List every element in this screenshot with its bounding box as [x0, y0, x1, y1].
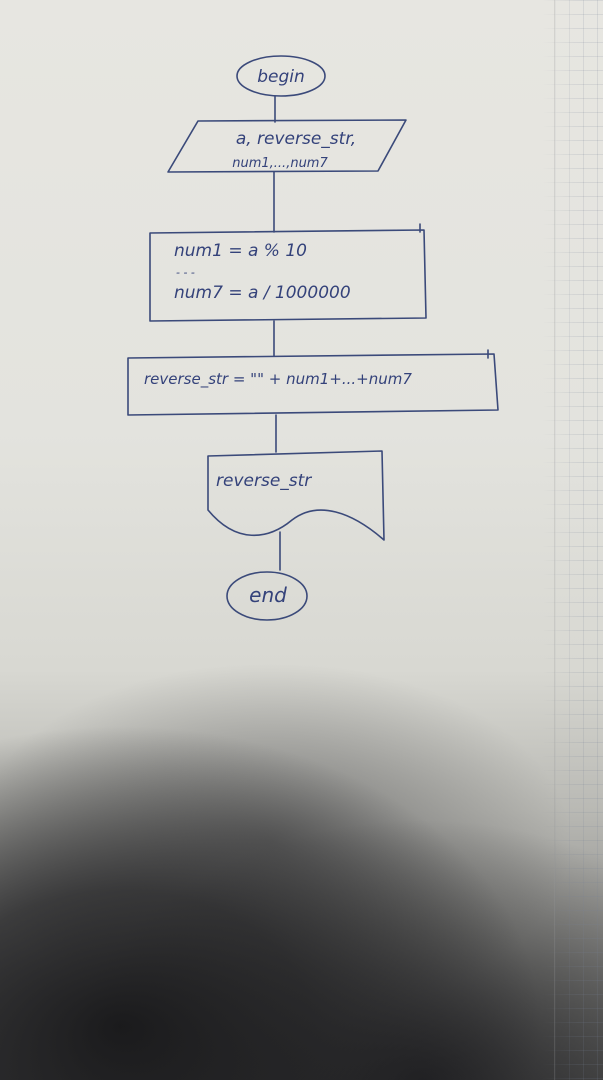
start-label: begin [257, 67, 305, 87]
process2-line-1: reverse_str = "" + num1+...+num7 [144, 370, 412, 389]
process1-line-2: - - - [176, 266, 195, 279]
end-terminal: end [226, 571, 308, 621]
end-label: end [249, 583, 287, 607]
process-box-2: reverse_str = "" + num1+...+num7 [127, 349, 499, 416]
process-box-1: num1 = a % 10 - - - num7 = a / 1000000 [149, 223, 427, 322]
input-parallelogram: a, reverse_str, num1,...,num7 [167, 119, 407, 173]
process1-line-1: num1 = a % 10 [174, 241, 307, 261]
process1-line-3: num7 = a / 1000000 [174, 283, 351, 303]
start-terminal: begin [236, 55, 326, 97]
output-line-1: reverse_str [216, 471, 312, 491]
grid-paper-edge [541, 0, 603, 1080]
input-line-1: a, reverse_str, [236, 129, 356, 149]
input-line-2: num1,...,num7 [232, 156, 328, 171]
page-edge-line [554, 0, 555, 1080]
output-document: reverse_str [207, 450, 385, 541]
